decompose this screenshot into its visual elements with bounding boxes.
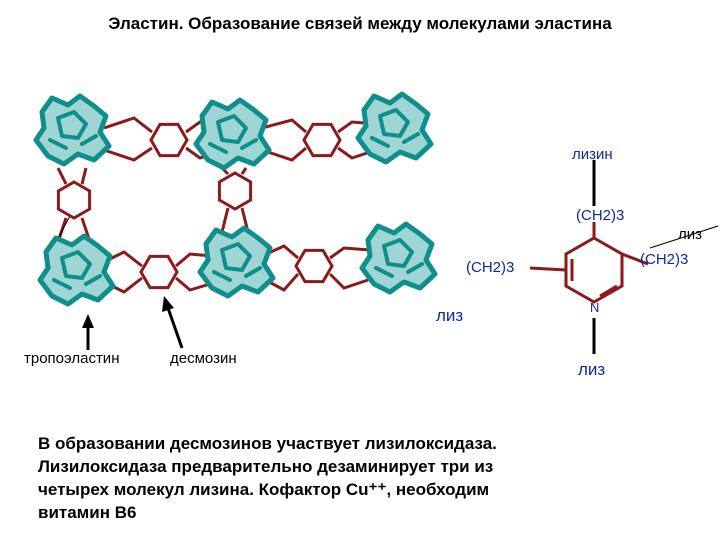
caption-line-1: В образовании десмозинов участвует лизил… xyxy=(38,434,497,453)
pointer-arrows xyxy=(82,296,184,350)
label-ch2-top: (CH2)3 xyxy=(576,207,625,224)
pyridinium-ring xyxy=(529,160,719,354)
label-lysine-top: лизин xyxy=(572,146,613,163)
label-nitrogen: N xyxy=(590,300,600,315)
label-liz-bottom: лиз xyxy=(578,360,606,379)
caption-text: В образовании десмозинов участвует лизил… xyxy=(38,432,598,524)
label-liz-right: лиз xyxy=(678,226,703,243)
label-ch2-right: (CH2)3 xyxy=(640,251,689,268)
label-liz-left: лиз xyxy=(436,306,464,325)
label-desmosine: десмозин xyxy=(170,350,237,367)
caption-line-3: четырех молекул лизина. Кофактор Cu⁺⁺, н… xyxy=(38,480,490,499)
label-ch2-left: (CH2)3 xyxy=(466,259,515,276)
diagram-title: Эластин. Образование связей между молеку… xyxy=(108,14,612,33)
label-tropoelastin: тропоэластин xyxy=(24,350,120,367)
caption-line-2: Лизилоксидаза предварительно дезаминируе… xyxy=(38,457,494,476)
caption-line-4: витамин B6 xyxy=(38,503,137,522)
